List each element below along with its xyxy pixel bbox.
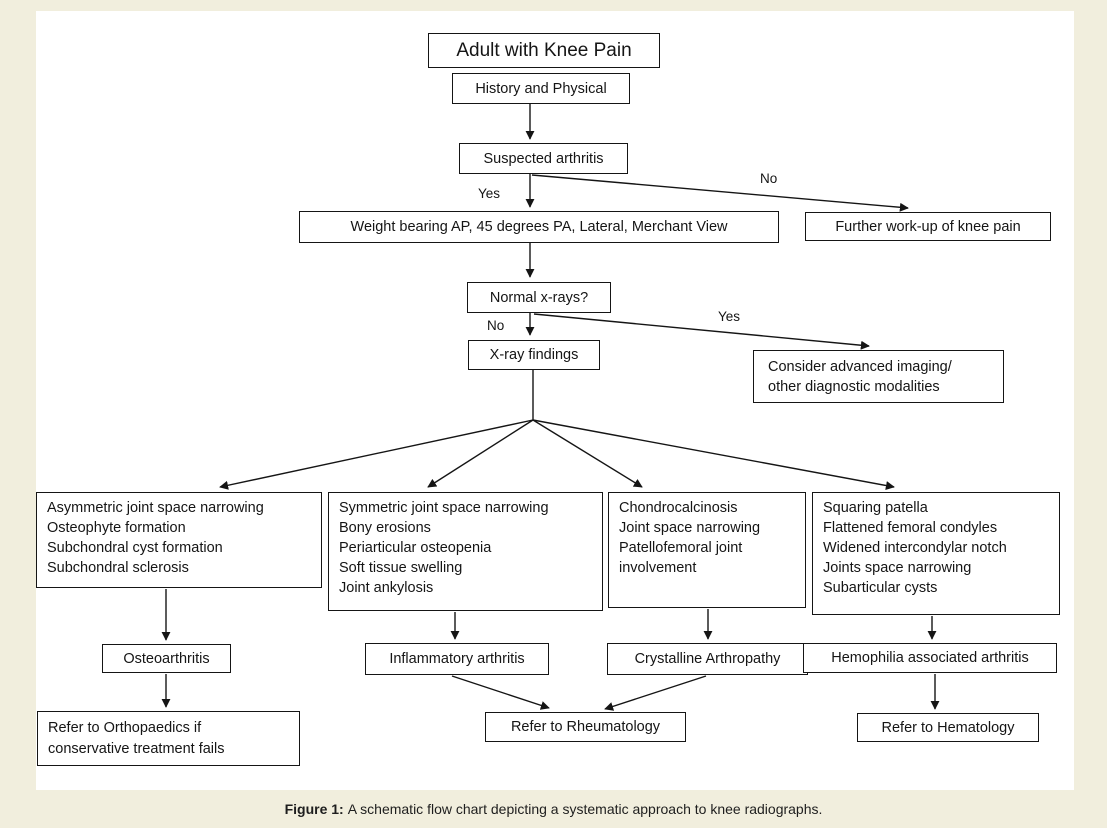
- node-line: Soft tissue swelling: [339, 560, 463, 576]
- edge-label-no-xrays: No: [487, 318, 505, 333]
- node-xray-findings: X-ray findings: [468, 340, 600, 370]
- node-line: Osteophyte formation: [47, 520, 186, 536]
- node-findings-osteoarthritis: Asymmetric joint space narrowing Osteoph…: [36, 492, 322, 588]
- node-refer-hematology: Refer to Hematology: [857, 713, 1039, 742]
- node-line: other diagnostic modalities: [768, 379, 940, 395]
- node-refer-orthopaedics: Refer to Orthopaedics if conservative tr…: [37, 711, 300, 766]
- node-line: Chondrocalcinosis: [619, 500, 738, 516]
- edge-label-yes-suspected: Yes: [478, 186, 501, 201]
- node-line: Widened intercondylar notch: [823, 540, 1007, 556]
- node-normal-xrays: Normal x-rays?: [467, 282, 611, 313]
- node-line: involvement: [619, 560, 697, 576]
- edge-label-no-suspected: No: [760, 171, 778, 186]
- node-adult-knee-pain: Adult with Knee Pain: [428, 33, 660, 68]
- figure-caption-label: Figure 1:: [284, 801, 344, 817]
- node-line: Joint ankylosis: [339, 580, 434, 596]
- node-refer-rheumatology: Refer to Rheumatology: [485, 712, 686, 742]
- node-line: Asymmetric joint space narrowing: [47, 500, 264, 516]
- node-further-workup: Further work-up of knee pain: [805, 212, 1051, 241]
- node-line: Subchondral sclerosis: [47, 560, 189, 576]
- node-dx-hemophilia-arthritis: Hemophilia associated arthritis: [803, 643, 1057, 673]
- node-line: Consider advanced imaging/: [768, 359, 952, 375]
- edge-label-yes-xrays: Yes: [718, 309, 741, 324]
- node-line: Patellofemoral joint: [619, 540, 743, 556]
- node-dx-osteoarthritis: Osteoarthritis: [102, 644, 231, 673]
- node-line: Periarticular osteopenia: [339, 540, 492, 556]
- node-advanced-imaging: Consider advanced imaging/ other diagnos…: [753, 350, 1004, 403]
- figure-caption: Figure 1:A schematic flow chart depictin…: [0, 801, 1107, 817]
- node-line: Symmetric joint space narrowing: [339, 500, 549, 516]
- node-line: Squaring patella: [823, 500, 928, 516]
- node-history-physical: History and Physical: [452, 73, 630, 104]
- node-findings-hemophilia: Squaring patella Flattened femoral condy…: [812, 492, 1060, 615]
- node-line: Subchondral cyst formation: [47, 540, 223, 556]
- node-line: conservative treatment fails: [48, 741, 225, 757]
- node-line: Refer to Orthopaedics if: [48, 720, 202, 736]
- node-line: Joints space narrowing: [823, 560, 972, 576]
- node-line: Flattened femoral condyles: [823, 520, 998, 536]
- node-suspected-arthritis: Suspected arthritis: [459, 143, 628, 174]
- node-findings-inflammatory: Symmetric joint space narrowing Bony ero…: [328, 492, 603, 611]
- node-dx-crystalline-arthropathy: Crystalline Arthropathy: [607, 643, 808, 675]
- node-weight-bearing-views: Weight bearing AP, 45 degrees PA, Latera…: [299, 211, 779, 243]
- node-line: Joint space narrowing: [619, 520, 761, 536]
- node-line: Bony erosions: [339, 520, 431, 536]
- node-findings-crystalline: Chondrocalcinosis Joint space narrowing …: [608, 492, 806, 608]
- node-line: Subarticular cysts: [823, 580, 938, 596]
- node-dx-inflammatory-arthritis: Inflammatory arthritis: [365, 643, 549, 675]
- figure-caption-text: A schematic flow chart depicting a syste…: [347, 801, 823, 817]
